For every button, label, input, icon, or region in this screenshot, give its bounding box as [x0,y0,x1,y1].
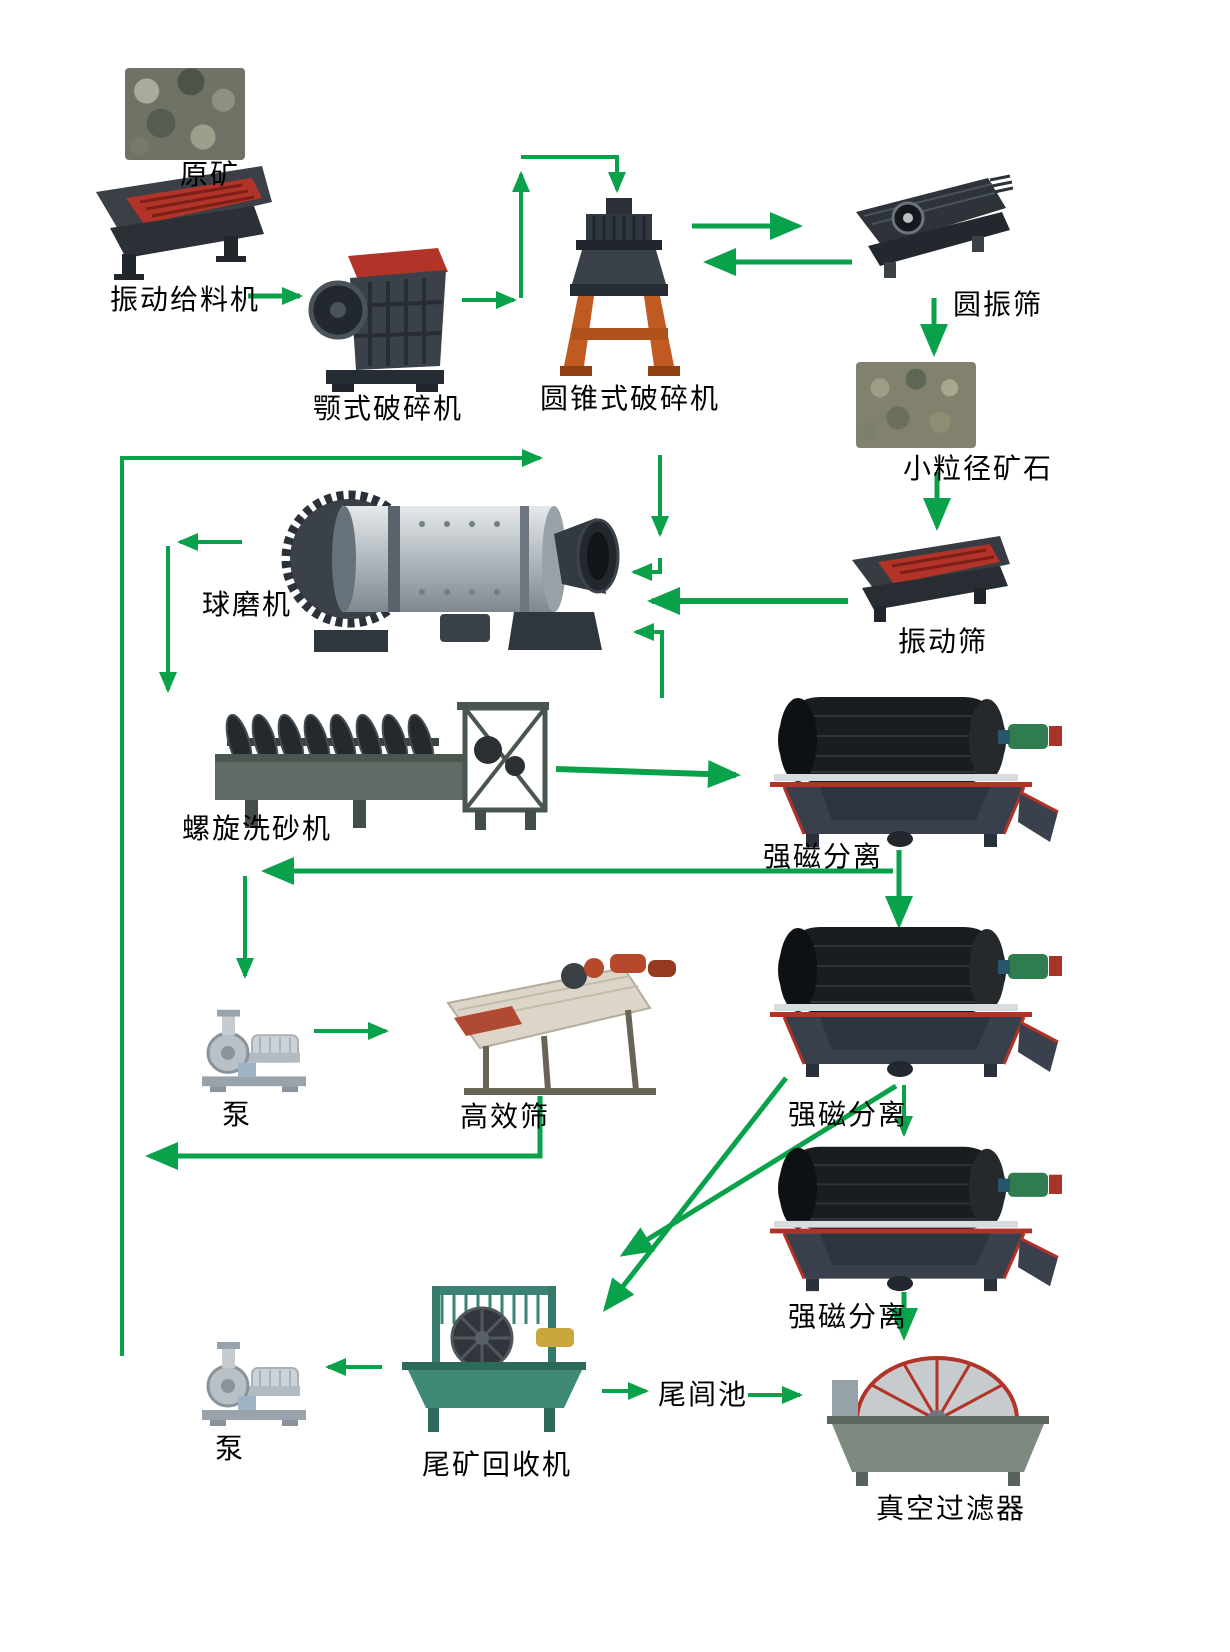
spiral-sand-washer-illustration [215,702,549,830]
spiral-sand-washer-parts [215,702,549,830]
label-spiral-sand-washer: 螺旋洗砂机 [182,812,333,845]
circular-vibrating-screen-image [852,172,1014,284]
jaw-crusher-parts [308,248,448,392]
vibrating-feeder-illustration [96,166,272,280]
label-circular-vibrating-screen: 圆振筛 [953,288,1044,321]
magnetic-separator-2-illustration [770,927,1062,1077]
arrow-tailings-diagonal-2 [602,1076,788,1312]
vibrating-feeder-parts [96,166,272,280]
pump-parts [202,1342,306,1426]
arrow-washer-return-to-mill [633,623,664,698]
label-vacuum-filter: 真空过滤器 [876,1492,1027,1525]
pump-1-image [196,994,312,1096]
high-efficiency-screen-parts [446,954,676,1095]
vibrating-screen-parts [852,536,1010,622]
label-vibrating-screen: 振动筛 [898,625,989,658]
magnetic-separator-1-image [768,692,1065,850]
magnetic-separator-3-image [768,1142,1065,1294]
arrow-branch-into-mill [631,558,662,581]
vacuum-filter-parts [827,1356,1049,1486]
label-tailings-pond: 尾闾池 [658,1378,749,1411]
spiral-sand-washer-image [203,692,555,834]
label-magnetic-separator-3: 强磁分离 [788,1300,909,1333]
jaw-crusher-image [308,246,460,394]
vibrating-feeder-image [92,162,277,282]
label-tailings-recovery-machine: 尾矿回收机 [422,1448,573,1481]
label-pump-2: 泵 [215,1432,246,1465]
circular-vibrating-screen-illustration [856,174,1014,278]
raw-ore-photo [125,68,245,160]
label-jaw-crusher: 颚式破碎机 [313,392,464,425]
label-small-ore: 小粒径矿石 [903,452,1054,485]
jaw-crusher-illustration [308,248,448,392]
pump-1-illustration [202,1009,306,1093]
magnetic-separator-parts [770,927,1062,1077]
small-ore-photo [856,362,976,448]
ball-mill-image [262,462,624,667]
label-cone-crusher: 圆锥式破碎机 [540,382,721,415]
magnetic-separator-parts [770,1146,1062,1292]
label-raw-ore: 原矿 [180,158,241,191]
label-vibrating-feeder: 振动给料机 [110,283,261,316]
tailings-recovery-machine-parts [402,1286,586,1432]
ball-mill-parts [281,490,620,652]
cone-crusher-image [548,196,690,388]
label-pump-1: 泵 [222,1098,253,1131]
pump-2-illustration [202,1342,306,1426]
magnetic-separator-3-illustration [770,1146,1062,1292]
ball-mill-illustration [281,490,620,652]
magnetic-separator-parts [770,697,1062,847]
arrow-washer-to-separator-1 [555,760,741,789]
label-magnetic-separator-1: 强磁分离 [763,840,884,873]
tailings-recovery-machine-image [386,1284,602,1436]
cone-crusher-parts [560,198,680,376]
label-high-efficiency-screen: 高效筛 [460,1100,551,1133]
pump-parts [202,1009,306,1093]
vacuum-filter-illustration [827,1356,1049,1486]
vibrating-screen-illustration [852,536,1010,622]
vacuum-filter-image [812,1338,1064,1490]
label-magnetic-separator-2: 强磁分离 [788,1098,909,1131]
magnetic-separator-2-image [768,922,1065,1080]
vibrating-screen-image [848,532,1016,626]
cone-crusher-illustration [560,198,680,376]
high-efficiency-screen-illustration [446,954,676,1095]
magnetic-separator-1-illustration [770,697,1062,847]
pump-2-image [196,1326,312,1430]
label-ball-mill: 球磨机 [202,588,293,621]
high-efficiency-screen-image [424,948,686,1100]
circular-vibrating-screen-parts [856,174,1014,278]
tailings-recovery-machine-illustration [402,1286,586,1432]
arrow-top-into-cone-crusher [521,155,626,193]
